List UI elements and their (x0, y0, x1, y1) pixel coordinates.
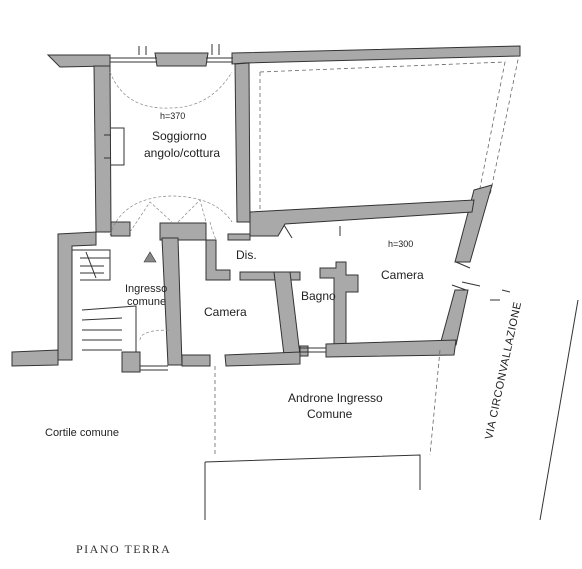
bagno-label: Bagno (301, 289, 336, 303)
androne-label-line1: Androne Ingresso (288, 391, 383, 405)
room-labels: h=370 Soggiorno angolo/cottura Dis. h=30… (45, 111, 424, 439)
plan-title: PIANO TERRA (76, 542, 171, 556)
soggiorno-height-label: h=370 (160, 111, 185, 121)
courtyard-dashed-boundary (249, 49, 521, 212)
soggiorno-label-line1: Soggiorno (152, 129, 207, 143)
dis-label: Dis. (236, 248, 257, 262)
street-label: VIA CIRCONVALLAZIONE (483, 301, 524, 441)
ingresso-label-line2: comune (127, 296, 166, 308)
camera-right-height-label: h=300 (388, 239, 413, 249)
walls (11, 45, 521, 373)
cortile-label: Cortile comune (45, 427, 119, 439)
camera-left-label: Camera (204, 305, 247, 319)
ingresso-label-line1: Ingresso (125, 283, 167, 295)
openings (72, 44, 579, 521)
androne-label-line2: Comune (307, 407, 353, 421)
soggiorno-label-line2: angolo/cottura (144, 146, 220, 160)
door-swings (109, 71, 233, 341)
entrance-marker-icon (143, 251, 157, 263)
camera-right-label: Camera (381, 268, 424, 282)
